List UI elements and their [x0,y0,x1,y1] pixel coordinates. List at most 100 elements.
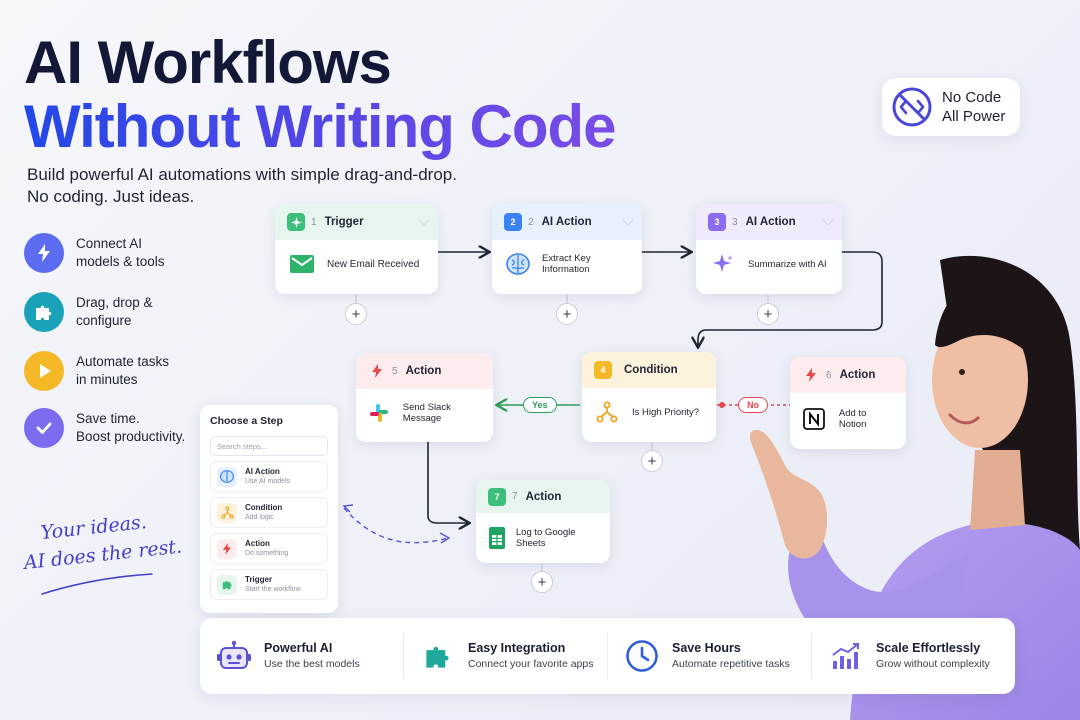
sparkle-icon [287,213,305,231]
action-card-body: Send Slack Message [356,389,493,437]
brain-icon [217,466,237,487]
lightning-icon [217,538,237,559]
no-code-badge: No Code All Power [882,78,1020,136]
step-number: 1 [311,216,317,228]
step-number-badge: 2 [504,213,522,231]
action-card-body: Log to Google Sheets [476,513,610,563]
email-icon [289,251,315,277]
benefit-label: Powerful AI [264,641,333,655]
action-card-header: 6 Action [790,357,906,393]
notion-action-card[interactable]: 6 Action Add to Notion [790,357,906,449]
trigger-card[interactable]: 1 Trigger New Email Received [275,204,438,294]
robot-icon [216,638,252,674]
no-branch-label: No [738,397,768,413]
clock-icon [624,638,660,674]
hero-subtitle: Build powerful AI automations with simpl… [27,164,457,208]
step-label: Action [405,365,442,377]
feature-text: Save time.Boost productivity. [76,411,186,444]
yes-branch-label: Yes [523,397,557,413]
add-step-button[interactable]: + [556,303,578,325]
step-number: 2 [528,216,534,228]
step-label: Trigger [324,216,364,228]
condition-card-body: Is High Priority? [582,388,716,436]
benefit-label: Save Hours [672,641,741,655]
add-step-button[interactable]: + [641,450,663,472]
step-number-badge: 7 [488,487,506,506]
step-content: New Email Received [327,258,420,270]
step-label: AI Action [541,216,592,228]
add-step-button[interactable]: + [531,571,553,593]
growth-chart-icon [828,638,864,674]
step-content: Send Slack Message [402,402,451,424]
picker-item-label: Condition [245,502,283,512]
picker-item-sub: Use AI models [245,477,291,485]
lightning-icon [802,366,820,384]
play-icon [24,351,64,391]
condition-card-header: 4 Condition [582,352,716,388]
benefit-label: Scale Effortlessly [876,641,981,655]
ai-action-card-summarize[interactable]: 3 3 AI Action Summarize with AI [696,204,842,294]
notion-icon [802,406,827,432]
brain-icon [506,251,530,277]
chevron-down-icon[interactable] [622,214,634,226]
add-step-button[interactable]: + [757,303,779,325]
step-label: AI Action [745,216,796,228]
step-content: Log to Google Sheets [515,527,576,549]
trigger-card-header: 1 Trigger [275,204,438,240]
action-card-body: Add to Notion [790,393,906,445]
step-content: Add to Notion [838,408,867,430]
benefits-bar: Powerful AI Use the best models Easy Inte… [200,618,1015,694]
step-label: Action [839,369,876,381]
feature-save-time: Save time.Boost productivity. [24,408,196,448]
puzzle-icon [24,292,64,332]
benefit-sub: Use the best models [264,658,360,670]
ai-action-card-body: Extract Key Information [492,240,642,288]
feature-text: Drag, drop &configure [76,295,153,328]
no-code-icon [892,87,932,127]
picker-item-sub: Do something [245,549,289,557]
puzzle-icon [217,574,237,595]
benefit-sub: Grow without complexity [876,658,990,670]
hero-subtitle-line1: Build powerful AI automations with simpl… [27,165,457,184]
benefit-label: Easy Integration [468,641,566,655]
benefit-sub: Automate repetitive tasks [672,658,790,670]
picker-item-sub: Start the workflow [245,585,301,593]
badge-line1: No Code [942,89,1002,106]
condition-card[interactable]: 4 Condition Is High Priority? [582,352,716,442]
ai-action-card-extract[interactable]: 2 2 AI Action Extract Key Information [492,204,642,294]
benefit-sub: Connect your favorite apps [468,658,594,670]
no-code-badge-text: No Code All Power [942,88,1005,126]
check-icon [24,408,64,448]
lightning-icon [24,233,64,273]
google-sheets-icon [488,525,506,551]
chevron-down-icon[interactable] [418,214,430,226]
lightning-icon [368,362,386,380]
sheets-action-card[interactable]: 7 7 Action Log to Google Sheets [476,480,610,563]
step-number-badge: 3 [708,213,726,231]
picker-item-label: Action [245,538,270,548]
sparkle-icon [710,251,736,277]
add-step-button[interactable]: + [345,303,367,325]
step-content: Summarize with AI [748,258,827,270]
hero-title-line1: AI Workflows [24,29,392,96]
handwritten-underline [41,573,153,595]
slack-action-card[interactable]: 5 Action Send Slack Message [356,353,493,442]
trigger-card-body: New Email Received [275,240,438,288]
hero-subtitle-line2: No coding. Just ideas. [27,187,195,206]
chevron-down-icon[interactable] [822,214,834,226]
step-picker-title: Choose a Step [210,415,283,427]
step-search-input[interactable]: Search steps... [210,436,328,456]
badge-line2: All Power [942,108,1006,125]
step-number-badge: 4 [594,361,612,379]
